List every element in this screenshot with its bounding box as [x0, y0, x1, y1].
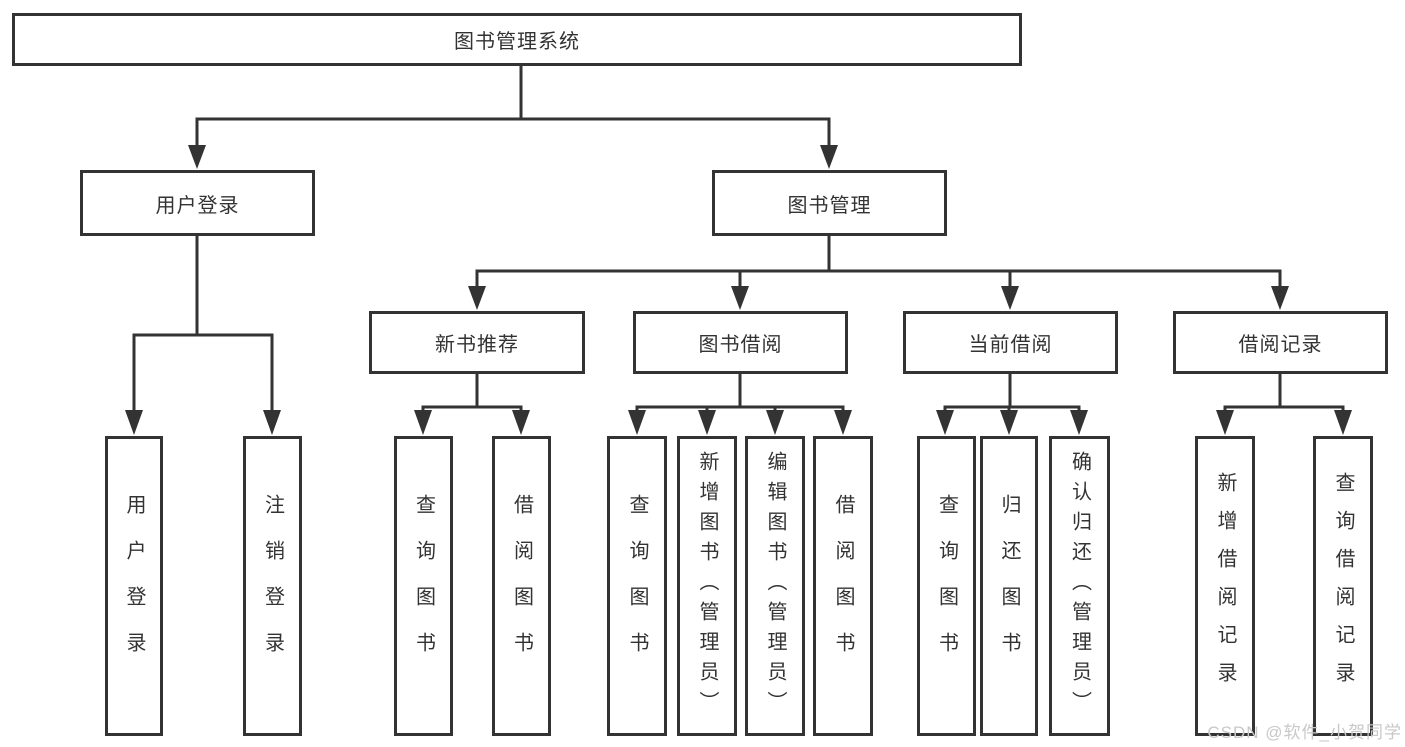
node-user-login: 用户登录 — [80, 170, 315, 236]
node-label: 图书管理系统 — [454, 31, 580, 53]
leaf-borrow-books-recommend: 借阅图书 — [492, 436, 551, 736]
leaf-user-login: 用户登录 — [105, 436, 163, 736]
node-label: 图书管理 — [787, 194, 872, 217]
leaf-label: 归还图书 — [998, 494, 1020, 678]
node-book-borrowing: 图书借阅 — [633, 311, 848, 374]
node-root-library-system: 图书管理系统 — [12, 13, 1022, 66]
leaf-label: 编辑图书（管理员） — [764, 451, 786, 721]
leaf-label: 借阅图书 — [832, 494, 854, 678]
leaf-borrow-books-borrowing: 借阅图书 — [813, 436, 873, 736]
leaf-label: 查询图书 — [626, 494, 648, 678]
leaf-query-books-recommend: 查询图书 — [394, 436, 453, 736]
leaf-label: 查询图书 — [935, 494, 958, 678]
leaf-confirm-return-admin: 确认归还（管理员） — [1049, 436, 1110, 736]
leaf-query-borrow-record: 查询借阅记录 — [1313, 436, 1373, 736]
leaf-edit-book-admin: 编辑图书（管理员） — [745, 436, 805, 736]
node-label: 新书推荐 — [435, 334, 519, 356]
leaf-label: 注销登录 — [261, 494, 284, 678]
leaf-logout: 注销登录 — [243, 436, 302, 736]
leaf-label: 确认归还（管理员） — [1068, 451, 1091, 721]
leaf-label: 用户登录 — [123, 494, 145, 678]
node-label: 图书借阅 — [698, 334, 783, 356]
leaf-label: 查询图书 — [412, 494, 435, 678]
node-book-management: 图书管理 — [712, 170, 947, 236]
csdn-watermark: CSDN @软件_小贺同学 — [1207, 723, 1402, 742]
node-label: 当前借阅 — [968, 334, 1053, 356]
leaf-label: 借阅图书 — [510, 494, 533, 678]
leaf-add-book-admin: 新增图书（管理员） — [677, 436, 737, 736]
node-label: 用户登录 — [155, 194, 240, 217]
arrowhead-icons — [125, 145, 1352, 435]
leaf-label: 新增图书（管理员） — [696, 451, 718, 721]
leaf-add-borrow-record: 新增借阅记录 — [1195, 436, 1255, 736]
leaf-label: 查询借阅记录 — [1332, 472, 1354, 700]
node-label: 借阅记录 — [1238, 334, 1323, 356]
leaf-query-books-borrowing: 查询图书 — [607, 436, 667, 736]
node-borrowing-records: 借阅记录 — [1173, 311, 1388, 374]
leaf-return-books: 归还图书 — [980, 436, 1038, 736]
node-current-borrowing: 当前借阅 — [903, 311, 1118, 374]
leaf-query-books-current: 查询图书 — [917, 436, 976, 736]
leaf-label: 新增借阅记录 — [1214, 472, 1236, 700]
node-new-book-recommend: 新书推荐 — [369, 311, 585, 374]
